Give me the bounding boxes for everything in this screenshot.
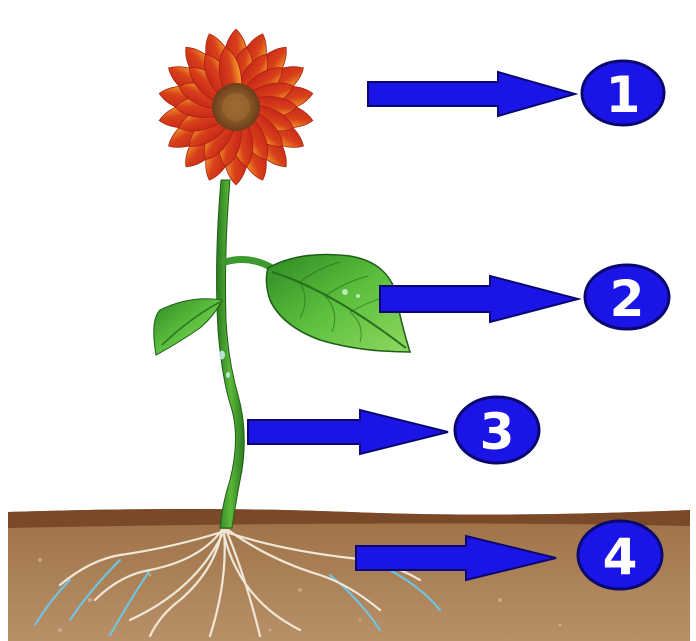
label-stem: 3 (248, 397, 539, 463)
arrow-3 (248, 410, 448, 454)
label-number-3: 3 (480, 403, 515, 461)
flower (157, 29, 315, 185)
label-flower: 1 (368, 61, 664, 125)
label-number-1: 1 (606, 66, 641, 124)
label-leaf: 2 (380, 265, 669, 329)
leaf-petiole (225, 260, 272, 268)
label-number-2: 2 (610, 270, 645, 328)
arrow-1 (368, 72, 575, 116)
arrow-2 (380, 276, 578, 322)
label-number-4: 4 (603, 528, 638, 586)
small-leaf (154, 299, 222, 355)
